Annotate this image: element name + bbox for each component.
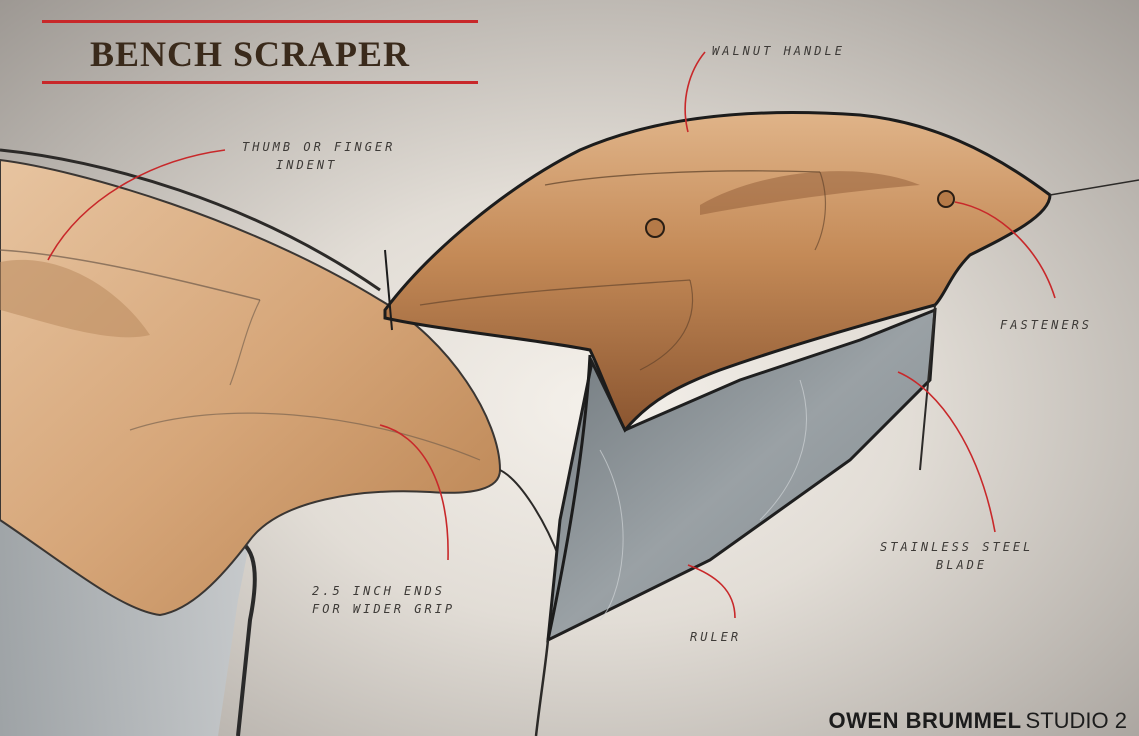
right-blade [546,307,937,643]
right-handle [383,111,1052,433]
signature-name: OWEN BRUMMEL [828,708,1022,733]
note-ends-line2: FOR WIDER GRIP [312,602,456,616]
note-blade-line1: STAINLESS STEEL [880,540,1034,554]
note-thumb-indent: THUMB OR FINGER INDENT [242,138,395,174]
right-scraper [383,111,1139,736]
signature-studio: STUDIO 2 [1025,708,1127,733]
callout-fasteners [954,201,1056,299]
left-handle [0,158,502,617]
note-blade: STAINLESS STEEL BLADE [880,538,1033,574]
title-rule-bottom [42,81,478,84]
title-rule-top [42,20,478,23]
callout-lines [47,51,1056,619]
note-ruler: RULER [690,630,742,644]
right-thumb-indent [700,171,920,215]
callout-ends [379,424,449,561]
note-ends: 2.5 INCH ENDS FOR WIDER GRIP [312,582,455,618]
note-walnut-handle: WALNUT HANDLE [712,44,845,58]
note-fasteners: FASTENERS [1000,318,1093,332]
note-thumb-line1: THUMB OR FINGER [242,140,396,154]
left-thumb-indent [0,259,150,338]
callout-blade [897,371,996,533]
title-block: BENCH SCRAPER [42,20,478,86]
left-scraper [0,148,561,736]
note-ends-line1: 2.5 INCH ENDS [312,584,445,598]
callout-thumb [47,149,226,261]
note-blade-line2: BLADE [936,558,988,572]
note-thumb-line2: INDENT [276,158,338,172]
callout-walnut [684,51,706,133]
callout-ruler [687,564,736,619]
fastener-right [937,190,955,208]
fastener-left [645,218,665,238]
left-outline-flare [0,148,381,292]
page-title: BENCH SCRAPER [90,34,411,74]
